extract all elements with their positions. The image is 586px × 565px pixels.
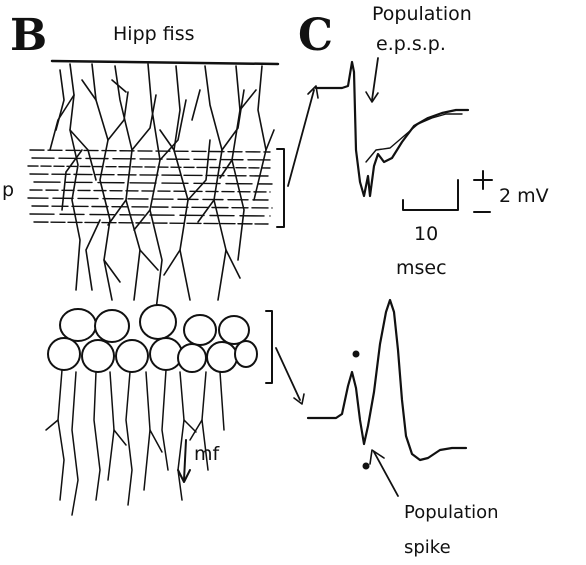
mossy-fiber-arrow-shaft [184, 440, 186, 480]
granule-cell [140, 305, 176, 339]
population-spike-trace [308, 300, 466, 460]
epsp-connector-line [288, 90, 314, 186]
hippocampal-fissure-label: Hipp fiss [113, 23, 195, 45]
granule-cell [178, 344, 206, 372]
spike-marker-dot-bottom [363, 463, 370, 470]
granule-cell [219, 316, 249, 344]
panel-c-letter: C [298, 10, 333, 61]
scale-bar [403, 180, 458, 210]
granule-cell [150, 338, 182, 370]
spike-marker-dot-top [353, 351, 360, 358]
granule-cell [207, 342, 237, 372]
dendritic-layer-bracket [277, 149, 284, 227]
layer-p-label: p [2, 179, 14, 201]
granule-cell-layer [48, 305, 257, 372]
hippocampal-fissure-line [52, 61, 278, 64]
time-scale-value: 10 [414, 223, 438, 245]
granule-cell [116, 340, 148, 372]
epsp-label-line1: Population [372, 3, 472, 25]
epsp-trace [316, 62, 468, 196]
mossy-fiber-label: mf [194, 443, 221, 465]
granule-cell [48, 338, 80, 370]
epsp-label-line2: e.p.s.p. [376, 33, 446, 55]
granule-cell [95, 310, 129, 342]
spike-connector-line [276, 348, 300, 400]
spike-label-line2: spike [404, 537, 451, 558]
voltage-scale-label: 2 mV [499, 185, 549, 207]
panel-b-letter: B [10, 10, 47, 61]
granule-cell [82, 340, 114, 372]
granule-cell [184, 315, 216, 345]
spike-label-line1: Population [404, 502, 499, 523]
spike-pointer-line [374, 452, 398, 496]
granule-cell [60, 309, 96, 341]
granule-cell [235, 341, 257, 367]
epsp-trace-overlay [366, 114, 462, 162]
cell-layer-bracket [266, 311, 272, 383]
time-scale-unit: msec [396, 257, 447, 279]
apical-dendrites [50, 64, 274, 310]
